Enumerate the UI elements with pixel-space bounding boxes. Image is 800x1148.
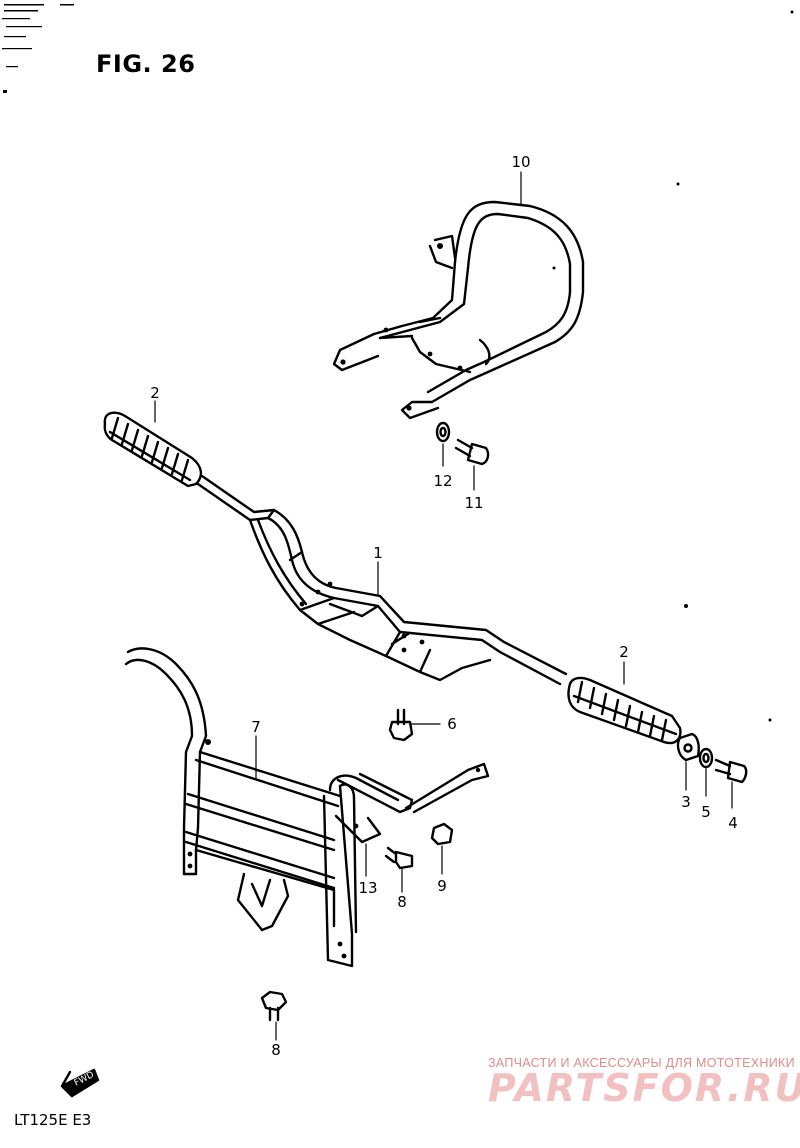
callout-13: 13	[358, 879, 378, 897]
fwd-arrow-icon	[60, 1068, 100, 1098]
callout-2-right: 2	[619, 643, 629, 661]
model-code: LT125E E3	[14, 1111, 92, 1129]
callout-10: 10	[511, 153, 531, 171]
front-guard-frame	[124, 647, 490, 968]
callout-12: 12	[433, 472, 453, 490]
callout-9: 9	[437, 877, 447, 895]
callout-5: 5	[701, 803, 711, 821]
callout-8-lower: 8	[271, 1041, 281, 1059]
footrest-bar	[196, 474, 568, 686]
callout-2-left: 2	[150, 384, 160, 402]
bolt-8b	[260, 990, 288, 1022]
footrest-rubber-left	[103, 411, 203, 488]
callout-4: 4	[728, 814, 738, 832]
callout-1: 1	[373, 544, 383, 562]
rear-guard-frame	[332, 200, 585, 420]
callout-6: 6	[447, 715, 457, 733]
figure-title: FIG. 26	[96, 50, 196, 78]
washer-12	[435, 421, 451, 443]
callout-3: 3	[681, 793, 691, 811]
bolt-11	[454, 438, 490, 466]
callout-11: 11	[464, 494, 484, 512]
bolt-8a	[384, 846, 414, 870]
bolt-4	[714, 758, 748, 784]
washer	[698, 747, 714, 769]
watermark-logo: PARTSFOR.RU	[488, 1066, 800, 1110]
nut-9	[430, 822, 454, 846]
watermark-text: ЗАПЧАСТИ И АКСЕССУАРЫ ДЛЯ МОТОТЕХНИКИ	[488, 1056, 795, 1070]
callout-7: 7	[251, 718, 261, 736]
footrest-collar	[676, 732, 700, 762]
callout-8-upper: 8	[397, 893, 407, 911]
bolt-6	[388, 708, 414, 742]
